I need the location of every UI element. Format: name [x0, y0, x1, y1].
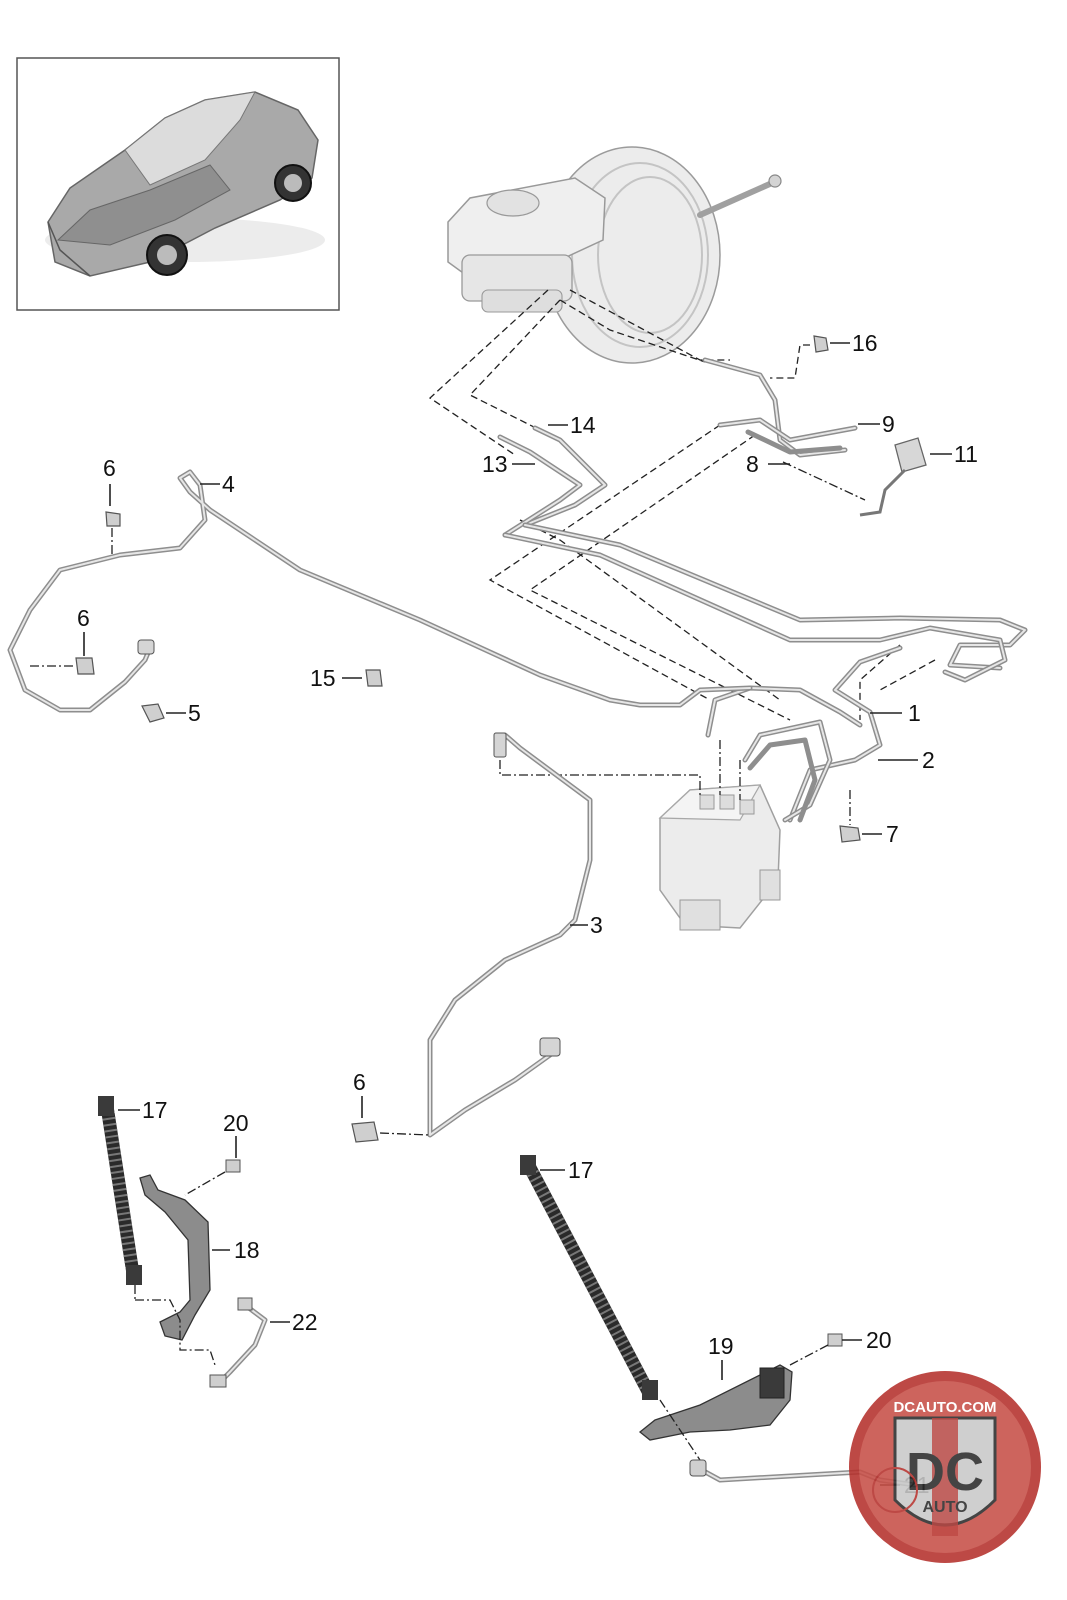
callout-4: 4: [222, 471, 235, 497]
callout-17-right: 17: [568, 1157, 594, 1183]
logo-sub-text: AUTO: [922, 1499, 967, 1516]
callout-7: 7: [886, 821, 899, 847]
sports-car-icon: [45, 91, 325, 277]
callout-14: 14: [570, 412, 596, 438]
callout-11: 11: [954, 441, 978, 467]
clip-6-bottom: [351, 1121, 379, 1143]
vehicle-inset: [16, 57, 340, 311]
callout-22: 22: [292, 1309, 318, 1335]
callout-9: 9: [882, 411, 895, 437]
callout-6-mid: 6: [77, 605, 90, 631]
routing-line: [379, 1132, 431, 1136]
abs-control-unit: [658, 784, 781, 931]
brake-hose-17-right: [520, 1155, 658, 1400]
clip-6-lower: [75, 657, 95, 675]
clip-6-upper: [105, 511, 121, 527]
brake-pipe-1-2: [705, 685, 863, 823]
routing-line: [559, 299, 706, 363]
callout-6-top: 6: [103, 455, 116, 481]
callout-20-left: 20: [223, 1110, 249, 1136]
clip-16: [813, 335, 829, 353]
routing-line: [659, 1399, 701, 1461]
brake-pipe-8-9: [702, 357, 858, 458]
logo-mark-text: DC: [906, 1442, 984, 1502]
clip-5: [141, 703, 165, 723]
callout-labels: 1 2 3 4 5 6 6 6 7 8 9 11 13 14 15 16 17 …: [77, 330, 978, 1498]
callout-18: 18: [234, 1237, 260, 1263]
clip-7: [839, 825, 861, 843]
callout-19: 19: [708, 1333, 734, 1359]
routing-line: [488, 424, 721, 701]
callout-8: 8: [746, 451, 759, 477]
bolt-20-left: [225, 1159, 241, 1173]
callout-1: 1: [908, 700, 921, 726]
routing-line: [879, 659, 936, 691]
callout-17-left: 17: [142, 1097, 168, 1123]
logo-site-text: DCAUTO.COM: [893, 1399, 996, 1416]
bracket-11: [859, 437, 927, 517]
callout-15: 15: [310, 665, 336, 691]
routing-line: [789, 1344, 829, 1366]
bracket-18: [139, 1174, 211, 1341]
brake-pipe-13-14: [497, 425, 608, 538]
clip-15: [365, 669, 383, 687]
callout-3: 3: [590, 912, 603, 938]
routing-line: [569, 289, 730, 361]
routing-line: [499, 760, 701, 795]
brake-booster: [543, 146, 782, 364]
bracket-19: [638, 1364, 793, 1441]
routing-line: [528, 434, 791, 721]
callout-5: 5: [188, 700, 201, 726]
routing-line: [184, 1171, 226, 1196]
routing-line: [135, 1299, 216, 1366]
dc-auto-logo: DCAUTO.COM DC AUTO: [849, 1371, 1041, 1563]
brake-pipe-3: [427, 732, 593, 1138]
brake-hose-17-left: [98, 1096, 142, 1285]
routing-line: [428, 289, 549, 456]
bolt-20-right: [827, 1333, 843, 1347]
callout-2: 2: [922, 747, 935, 773]
brake-pipe-22: [209, 1297, 268, 1388]
brake-pipe-main-run: [502, 522, 1028, 823]
callout-6-bottom: 6: [353, 1069, 366, 1095]
brake-pipe-4: [7, 469, 753, 713]
routing-line: [770, 344, 810, 379]
callout-16: 16: [852, 330, 878, 356]
routing-line: [782, 461, 866, 501]
callout-20-right: 20: [866, 1327, 892, 1353]
callout-13: 13: [482, 451, 508, 477]
